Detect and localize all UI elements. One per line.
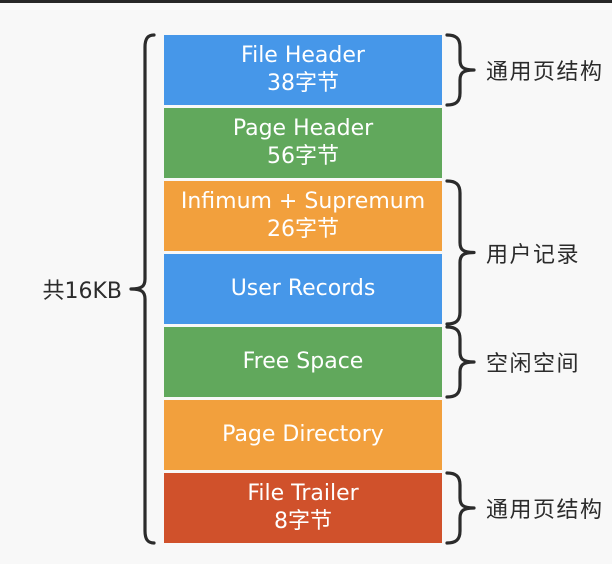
block-name: File Header [241,43,365,68]
block-name: User Records [230,276,376,301]
block-name: Page Header [232,116,374,141]
block-name: Infimum + Supremum [180,189,426,214]
block-user-records: User Records [164,254,442,324]
top-border-bar [0,0,612,3]
right-annotation-label-1: 用户记录 [486,242,581,268]
block-name: Free Space [242,349,364,374]
right-annotation-brace-1 [445,179,476,326]
block-size: 56字节 [267,144,339,169]
right-annotation-label-2: 空闲空间 [486,352,581,377]
right-annotation-label-0: 通用页结构 [486,60,604,85]
block-free-space: Free Space [164,327,442,397]
block-size: 8字节 [274,509,332,534]
total-size-label: 共16KB [42,279,122,304]
block-name: Page Directory [222,422,384,447]
block-file-trailer: File Trailer 8字节 [164,473,442,543]
right-annotation-brace-0 [445,33,476,107]
right-annotation-label-3: 通用页结构 [486,498,604,523]
right-annotation-brace-2 [445,325,476,399]
block-name: File Trailer [247,481,359,506]
block-page-directory: Page Directory [164,400,442,470]
right-annotation-brace-3 [445,471,476,545]
block-file-header: File Header 38字节 [164,35,442,105]
block-infimum-supremum: Infimum + Supremum 26字节 [164,181,442,251]
block-page-header: Page Header 56字节 [164,108,442,178]
total-size-brace [129,33,156,545]
block-size: 26字节 [267,217,339,242]
block-size: 38字节 [267,71,339,96]
page-blocks: File Header 38字节 Page Header 56字节 Infimum + … [164,35,442,543]
